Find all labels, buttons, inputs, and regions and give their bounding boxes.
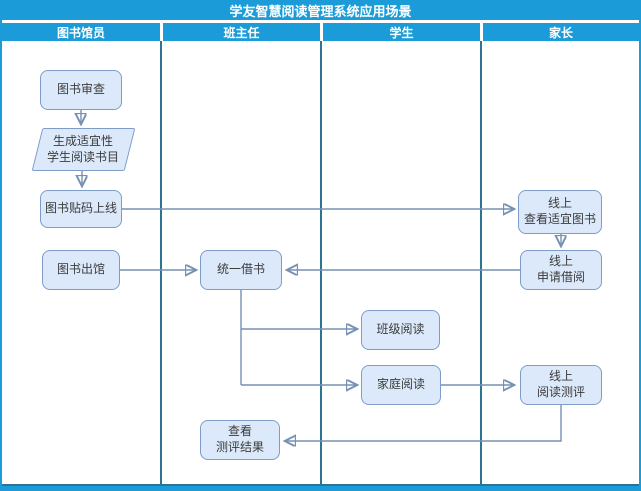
lane-divider-2 <box>320 41 322 485</box>
node-unified-borrow: 统一借书 <box>200 250 282 290</box>
node-generate-reading-list: 生成适宜性 学生阅读书目 <box>31 128 136 171</box>
node-online-borrow-request: 线上 申请借阅 <box>520 250 602 290</box>
edge-assessment-to-results <box>286 405 562 441</box>
node-class-reading: 班级阅读 <box>361 310 440 350</box>
lane-divider-1 <box>160 41 162 485</box>
node-view-assessment-results: 查看 测评结果 <box>200 420 280 460</box>
lane-header-librarian: 图书馆员 <box>2 23 160 41</box>
diagram-title: 学友智慧阅读管理系统应用场景 <box>0 0 641 20</box>
lanes-bottom-border <box>2 484 639 486</box>
node-book-checkout: 图书出馆 <box>42 250 120 290</box>
lane-header-parent: 家长 <box>483 23 639 41</box>
node-online-reading-assessment: 线上 阅读测评 <box>520 365 602 405</box>
node-book-review: 图书审查 <box>40 70 122 110</box>
lane-divider-3 <box>480 41 482 485</box>
lane-header-class-teacher: 班主任 <box>163 23 320 41</box>
node-family-reading: 家庭阅读 <box>361 365 441 405</box>
node-online-view-suitable-books: 线上 查看适宜图书 <box>518 190 602 234</box>
node-book-tag-online: 图书贴码上线 <box>40 190 122 228</box>
footer-bar <box>0 486 641 491</box>
lane-header-student: 学生 <box>323 23 480 41</box>
